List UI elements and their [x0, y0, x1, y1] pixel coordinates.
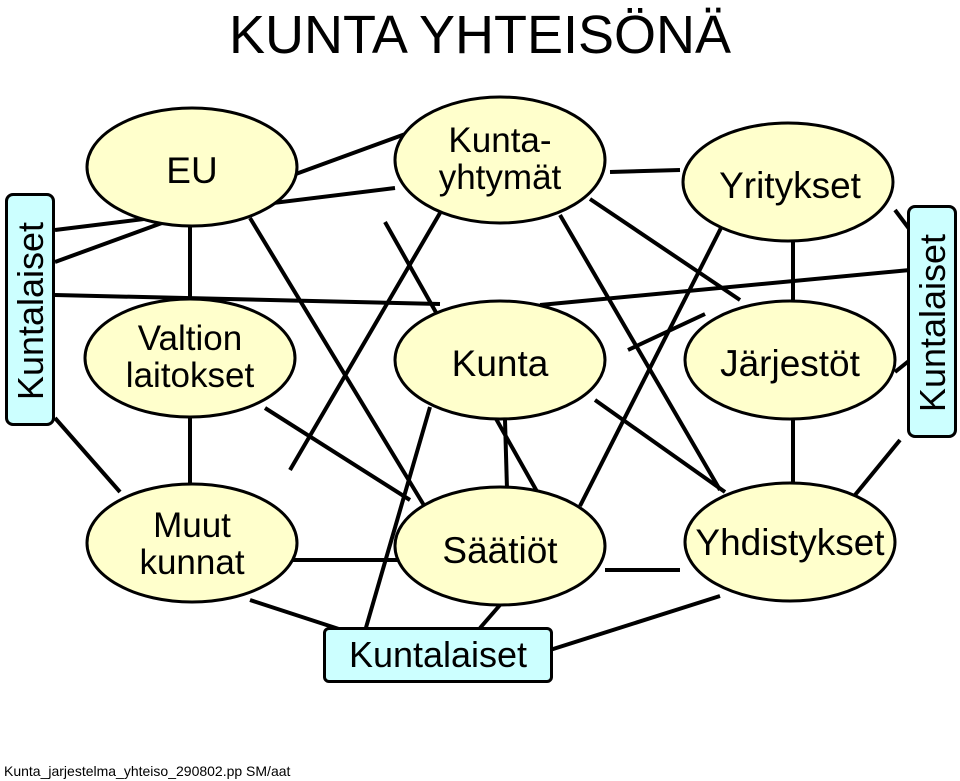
ellipse-valtion-laitokset [83, 297, 297, 419]
node-saatiot: Säätiöt [442, 529, 558, 571]
kuntalaiset-label-right: Kuntalaiset [912, 233, 953, 413]
ellipse-yhdistykset [683, 481, 897, 603]
page-title: KUNTA YHTEISÖNÄ [228, 5, 732, 65]
connection-line [588, 197, 742, 302]
connection-line [853, 438, 902, 497]
node-kunta: Kunta [451, 342, 549, 384]
node-muut-kunnat: Muut kunnat [139, 506, 245, 582]
connection-line [503, 419, 509, 490]
connection-line [248, 216, 427, 509]
kuntalaiset-label-left: Kuntalaiset [10, 221, 51, 401]
node-yhdistykset: Yhdistykset [695, 521, 885, 563]
kuntalaiset-label-bottom: Kuntalaiset [348, 634, 528, 675]
ellipse-kuntayhtymat [393, 95, 607, 225]
kuntalaiset-box-right: Kuntalaiset [907, 205, 957, 438]
ellipse-eu [85, 106, 299, 228]
kuntalaiset-box-left: Kuntalaiset [5, 193, 55, 426]
connection-line [263, 406, 412, 502]
connection-line [549, 594, 721, 652]
connection-line [54, 293, 441, 306]
ellipse-yritykset [681, 121, 895, 243]
ellipse-kunta [393, 299, 607, 421]
connection-line [478, 603, 502, 630]
connection-line [53, 416, 122, 494]
node-valtion-laitokset: Valtion laitokset [125, 319, 255, 395]
connection-line [249, 598, 346, 633]
node-jarjestot: Järjestöt [720, 342, 860, 384]
connection-line [558, 213, 722, 492]
connection-line [363, 406, 432, 632]
ellipse-saatiot [393, 485, 607, 607]
footer-text: Kunta_jarjestelma_yhteiso_290802.pp SM/a… [4, 763, 291, 779]
node-kuntayhtymat: Kunta- yhtymät [438, 121, 562, 197]
ellipse-muut-kunnat [85, 482, 299, 604]
connection-line [627, 312, 706, 352]
node-yritykset: Yritykset [719, 164, 861, 206]
connection-line [609, 168, 681, 174]
connection-line [288, 211, 442, 472]
connection-line [593, 398, 727, 494]
ellipse-jarjestot [683, 299, 897, 421]
node-eu: EU [166, 149, 218, 191]
entity-ellipses [83, 95, 897, 607]
kuntalaiset-box-bottom: Kuntalaiset [323, 627, 553, 683]
